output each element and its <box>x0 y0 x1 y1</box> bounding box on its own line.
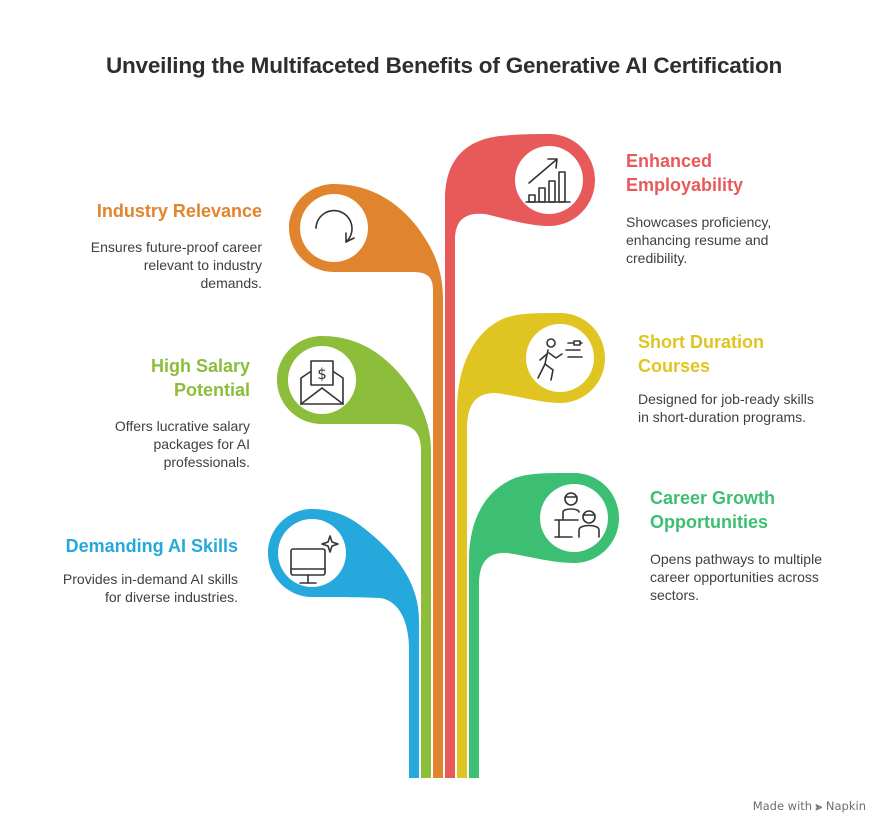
desc-enhanced-employability: Showcases proficiency, enhancing resume … <box>626 214 772 266</box>
napkin-brand: Napkin <box>825 799 866 813</box>
stem-high-salary-potential: $ <box>277 336 431 778</box>
growth-chart-icon <box>525 158 571 203</box>
desc-short-duration-courses: Designed for job-ready skills in short-d… <box>638 391 814 425</box>
svg-text:$: $ <box>317 365 327 383</box>
desc-demanding-ai-skills: Provides in-demand AI skills for diverse… <box>62 571 238 605</box>
heading-enhanced-employability: Enhanced Employability <box>626 151 744 195</box>
heading-short-duration-courses: Short Duration Courses <box>638 332 764 376</box>
stem-enhanced-employability <box>445 134 595 778</box>
heading-demanding-ai-skills: Demanding AI Skills <box>65 536 238 556</box>
stem-short-duration-courses <box>457 313 605 778</box>
made-with-napkin-credit[interactable]: Made with ⪢ Napkin <box>753 799 866 814</box>
stem-industry-relevance <box>289 184 443 778</box>
stem-demanding-ai-skills <box>268 509 419 778</box>
stem-career-growth-opportunities <box>469 473 619 778</box>
running-person-icon <box>537 338 583 381</box>
desc-industry-relevance: Ensures future-proof career relevant to … <box>90 239 262 291</box>
napkin-logo-icon: ⪢ <box>815 799 823 813</box>
page-title: Unveiling the Multifaceted Benefits of G… <box>105 53 783 78</box>
computer-sparkle-icon <box>290 535 339 584</box>
salary-envelope-icon: $ <box>300 360 344 405</box>
made-with-label: Made with <box>752 799 813 813</box>
heading-high-salary-potential: High Salary Potential <box>150 356 250 400</box>
heading-industry-relevance: Industry Relevance <box>96 201 262 221</box>
desc-career-growth-opportunities: Opens pathways to multiple career opport… <box>650 551 822 603</box>
refresh-arrow-icon <box>315 209 355 243</box>
mentor-people-icon <box>554 492 600 538</box>
heading-career-growth-opportunities: Career Growth Opportunities <box>650 488 776 532</box>
desc-high-salary-potential: Offers lucrative salary packages for AI … <box>114 418 250 470</box>
